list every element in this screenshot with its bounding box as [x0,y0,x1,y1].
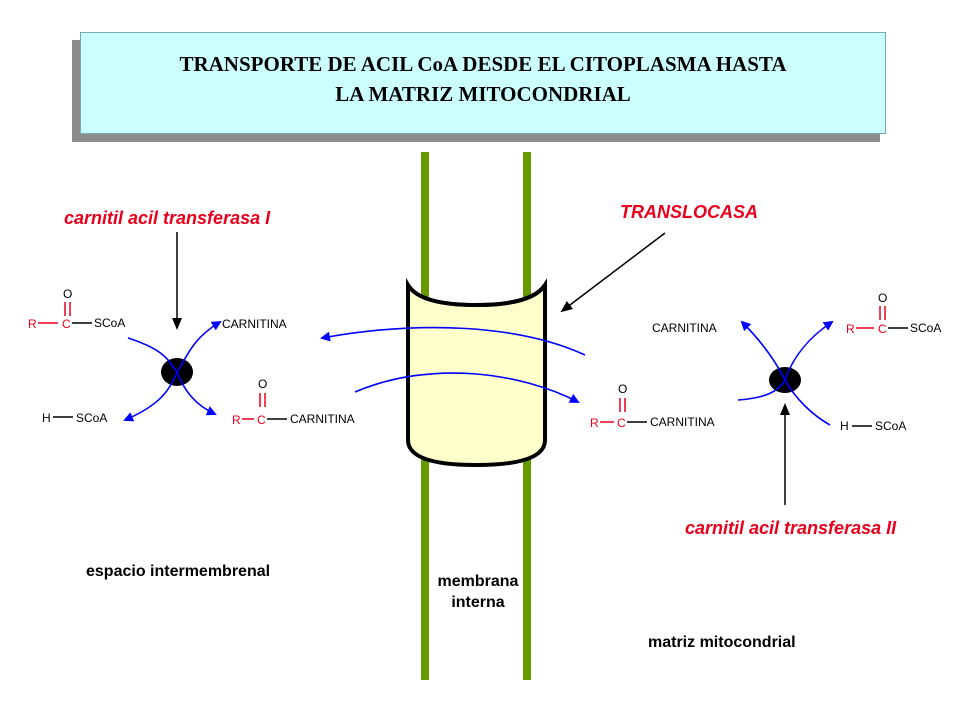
acylcarnitine-transport-arrow [354,372,580,403]
scoa-label: SCoA [76,411,107,425]
carnitina-left-label: CARNITINA [222,317,287,331]
hscoa-right: H SCoA [840,419,906,433]
acylcarnitine-right: O R C CARNITINA [590,382,715,430]
hydrogen-label: H [840,419,849,433]
scoa-label: SCoA [94,316,125,330]
hydrogen-label: H [42,411,51,425]
title-line-1: TRANSPORTE DE ACIL CoA DESDE EL CITOPLAS… [179,52,787,76]
carnitina-right-label: CARNITINA [652,321,717,335]
carnitina-label: CARNITINA [650,415,715,429]
enzyme-label-translocase: TRANSLOCASA [620,202,758,222]
cat1-arrow-acylcarnitine [176,371,217,416]
r-group-label: R [28,317,37,331]
cat1-arrow-hscoa [123,371,178,422]
oxygen-label: O [618,382,627,396]
enzyme-label-cat1: carnitil acil transferasa I [64,208,271,228]
scoa-label: SCoA [875,419,906,433]
carbon-label: C [878,322,887,336]
cat2-arrow-carnitine [740,320,786,381]
scoa-label: SCoA [910,321,941,335]
carbon-label: C [257,413,266,427]
oxygen-label: O [258,377,267,391]
carnitina-label: CARNITINA [290,412,355,426]
carbon-label: C [62,317,71,331]
r-group-label: R [590,416,599,430]
region-label-intermembrane: espacio intermembrenal [86,563,271,580]
title-box: TRANSPORTE DE ACIL CoA DESDE EL CITOPLAS… [80,32,886,134]
region-label-matrix: matriz mitocondrial [648,634,796,651]
translocase-pointer-arrow [560,232,666,313]
cat2-arrow-acylcoa [784,320,834,381]
oxygen-label: O [63,287,72,301]
translocase-cylinder [406,277,547,468]
r-group-label: R [232,413,241,427]
cat2-arrow-inputs [737,378,831,426]
acylcarnitine-left: O R C CARNITINA [232,377,355,427]
region-label-membrane-line2: interna [451,594,505,611]
r-group-label: R [846,322,855,336]
acyl-coa-right: O R C SCoA [846,291,941,336]
carnitine-return-arrow [320,326,586,356]
oxygen-label: O [878,291,887,305]
carbon-label: C [617,416,626,430]
hscoa-left: H SCoA [42,411,107,425]
region-label-membrane-line1: membrana [437,573,519,590]
acyl-coa-left: O R C SCoA [28,287,125,331]
enzyme-label-cat2: carnitil acil transferasa II [685,518,897,538]
title-line-2: LA MATRIZ MITOCONDRIAL [335,82,631,106]
